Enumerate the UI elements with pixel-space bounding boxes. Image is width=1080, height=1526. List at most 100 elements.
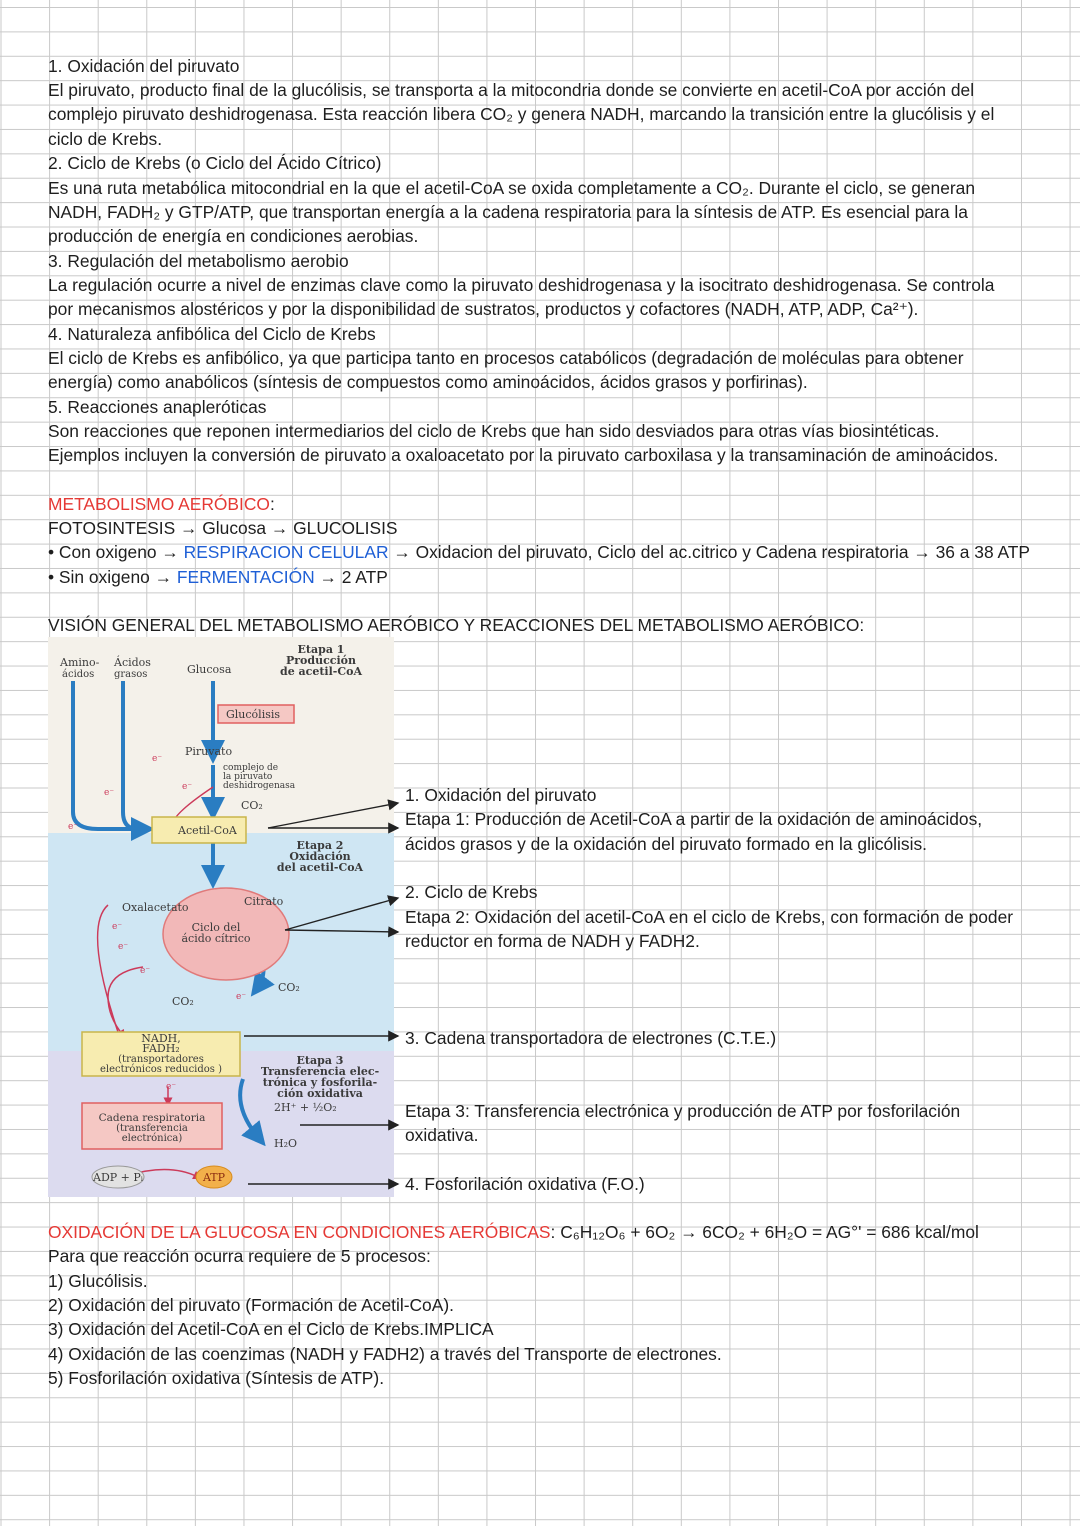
- respiracion-celular: RESPIRACION CELULAR: [183, 542, 389, 562]
- d-etapa2c: del acetil-CoA: [277, 861, 364, 874]
- d-nadh-c: (transportadores: [118, 1054, 204, 1065]
- d-ciclo-b: ácido cítrico: [181, 932, 250, 945]
- aerobic-metabolism-diagram: Amino- ácidos Ácidos grasos Glucosa Etap…: [48, 637, 394, 1197]
- cadena-box: [81, 1102, 223, 1150]
- diagram-label-8: Etapa 3: Transferencia electrónica y pro…: [405, 1101, 961, 1121]
- d-h-o2: 2H⁺ + ½O₂: [274, 1101, 337, 1114]
- glucose-step: 4) Oxidación de las coenzimas (NADH y FA…: [48, 1344, 722, 1364]
- d-nadh-b: FADH₂: [142, 1042, 179, 1055]
- d-e5: e⁻: [112, 922, 122, 932]
- d-adp: ADP + Pᵢ: [92, 1171, 144, 1184]
- d-citrato: Citrato: [244, 895, 284, 908]
- section3-text: por mecanismos alostéricos y por la disp…: [48, 299, 919, 319]
- d-co2-3: CO₂: [172, 995, 194, 1008]
- d-amino: Amino-: [59, 656, 100, 669]
- d-complejo-c: deshidrogenasa: [223, 781, 296, 791]
- d-etapa1b: Producción: [286, 654, 356, 667]
- d-etapa3b: Transferencia elec-: [261, 1065, 379, 1078]
- section5-text: Ejemplos incluyen la conversión de piruv…: [48, 445, 999, 465]
- glucose-step: 3) Oxidación del Acetil-CoA en el Ciclo …: [48, 1319, 494, 1339]
- d-e4: e⁻: [68, 822, 78, 832]
- diagram-label-5: Etapa 2: Oxidación del acetil-CoA en el …: [405, 907, 1014, 927]
- d-e8: e⁻: [236, 992, 246, 1002]
- d-oxalacetato: Oxalacetato: [122, 901, 189, 914]
- d-e6: e⁻: [118, 942, 128, 952]
- diagram-label-1: 1. Oxidación del piruvato: [405, 785, 597, 805]
- section5-text: Son reacciones que reponen intermediario…: [48, 421, 940, 441]
- metabolism-line2-a: • Con oxigeno →: [48, 542, 184, 562]
- d-atp: ATP: [202, 1171, 226, 1184]
- d-nadh-a: NADH,: [141, 1032, 180, 1045]
- metabolism-heading: METABOLISMO AERÓBICO: [48, 494, 270, 514]
- d-cadena-a: Cadena respiratoria: [99, 1112, 206, 1124]
- d-cadena-b: (transferencia: [116, 1123, 188, 1134]
- d-co2-1: CO₂: [241, 799, 263, 812]
- section2-title: 2. Ciclo de Krebs (o Ciclo del Ácido Cít…: [48, 153, 382, 173]
- d-etapa2b: Oxidación: [289, 850, 350, 863]
- d-piruvato: Piruvato: [185, 745, 232, 758]
- nadh-box: [81, 1031, 241, 1077]
- adp-pill: [91, 1165, 145, 1189]
- metabolism-line3-a: • Sin oxigeno →: [48, 567, 177, 587]
- section3-title: 3. Regulación del metabolismo aerobio: [48, 251, 349, 271]
- section2-text: producción de energía en condiciones aer…: [48, 226, 419, 246]
- diagram-label-6: reductor en forma de NADH y FADH2.: [405, 931, 700, 951]
- d-acidos: Ácidos: [113, 655, 151, 669]
- d-etapa2a: Etapa 2: [297, 839, 344, 852]
- section2-text: Es una ruta metabólica mitocondrial en l…: [48, 178, 976, 198]
- d-complejo-a: complejo de: [223, 763, 278, 773]
- d-etapa1c: de acetil-CoA: [280, 665, 362, 678]
- overview-heading: VISIÓN GENERAL DEL METABOLISMO AERÓBICO …: [48, 615, 865, 635]
- d-etapa3a: Etapa 3: [297, 1054, 344, 1067]
- diagram-label-4: 2. Ciclo de Krebs: [405, 882, 538, 902]
- glucolisis-box: [217, 704, 295, 724]
- metabolism-line3: • Sin oxigeno → FERMENTACIÓN → 2 ATP: [48, 565, 388, 589]
- d-e3: e⁻: [104, 788, 114, 798]
- section1-text: complejo piruvato deshidrogenasa. Esta r…: [48, 104, 995, 124]
- d-e7: e⁻: [140, 966, 150, 976]
- krebs-cycle-circle: [162, 887, 290, 981]
- section3-text: La regulación ocurre a nivel de enzimas …: [48, 275, 995, 295]
- metabolism-line2-c: → Oxidacion del piruvato, Ciclo del ac.c…: [388, 542, 1031, 562]
- glucose-heading-line: OXIDACIÓN DE LA GLUCOSA EN CONDICIONES A…: [48, 1220, 979, 1244]
- d-cadena-c: electrónica): [122, 1133, 183, 1144]
- d-nadh-d: electrónicos reducidos ): [100, 1064, 222, 1075]
- atp-pill: [195, 1165, 233, 1189]
- metabolism-heading-line: METABOLISMO AERÓBICO:: [48, 492, 275, 516]
- glucose-step: 5) Fosforilación oxidativa (Síntesis de …: [48, 1368, 385, 1388]
- d-etapa3d: ción oxidativa: [277, 1087, 363, 1100]
- metabolism-line1: FOTOSINTESIS → Glucosa → GLUCOLISIS: [48, 518, 398, 538]
- glucose-heading: OXIDACIÓN DE LA GLUCOSA EN CONDICIONES A…: [48, 1222, 551, 1242]
- d-acetilcoa: Acetil-CoA: [177, 824, 238, 837]
- fermentacion: FERMENTACIÓN: [176, 567, 315, 587]
- diagram-label-9: oxidativa.: [405, 1125, 479, 1145]
- d-complejo-b: la piruvato: [223, 772, 272, 782]
- metabolism-line3-c: → 2 ATP: [314, 567, 388, 587]
- section1-title: 1. Oxidación del piruvato: [48, 56, 240, 76]
- diagram-label-7: 3. Cadena transportadora de electrones (…: [405, 1028, 777, 1048]
- section4-title: 4. Naturaleza anfibólica del Ciclo de Kr…: [48, 324, 376, 344]
- d-e2: e⁻: [182, 782, 192, 792]
- d-e1: e⁻: [152, 754, 162, 764]
- section2-text: NADH, FADH₂ y GTP/ATP, que transportan e…: [48, 202, 968, 222]
- d-grasos: grasos: [114, 669, 147, 680]
- section1-text: El piruvato, producto final de la glucól…: [48, 80, 975, 100]
- d-co2-2: CO₂: [278, 981, 300, 994]
- diagram-label-2: Etapa 1: Producción de Acetil-CoA a part…: [405, 809, 983, 829]
- d-h2o: H₂O: [274, 1137, 297, 1150]
- d-e9: e⁻: [166, 1082, 176, 1092]
- d-etapa1a: Etapa 1: [298, 643, 345, 656]
- d-ciclo-a: Ciclo del: [192, 921, 241, 934]
- acetilcoa-box: [151, 816, 247, 844]
- section4-text: El ciclo de Krebs es anfibólico, ya que …: [48, 348, 964, 368]
- glucose-equation: : C₆H₁₂O₆ + 6O₂ → 6CO₂ + 6H₂O = AG°' = 6…: [550, 1222, 979, 1242]
- section4-text: energía) como anabólicos (síntesis de co…: [48, 372, 808, 392]
- metabolism-heading-colon: :: [269, 494, 275, 514]
- diagram-label-3: ácidos grasos y de la oxidación del piru…: [405, 834, 927, 854]
- glucose-step: 2) Oxidación del piruvato (Formación de …: [48, 1295, 454, 1315]
- section5-title: 5. Reacciones anapleróticas: [48, 397, 267, 417]
- glucose-step: 1) Glucólisis.: [48, 1271, 148, 1291]
- metabolism-line2: • Con oxigeno → RESPIRACION CELULAR → Ox…: [48, 540, 1030, 564]
- section1-text: ciclo de Krebs.: [48, 129, 163, 149]
- d-glucosa: Glucosa: [187, 663, 232, 676]
